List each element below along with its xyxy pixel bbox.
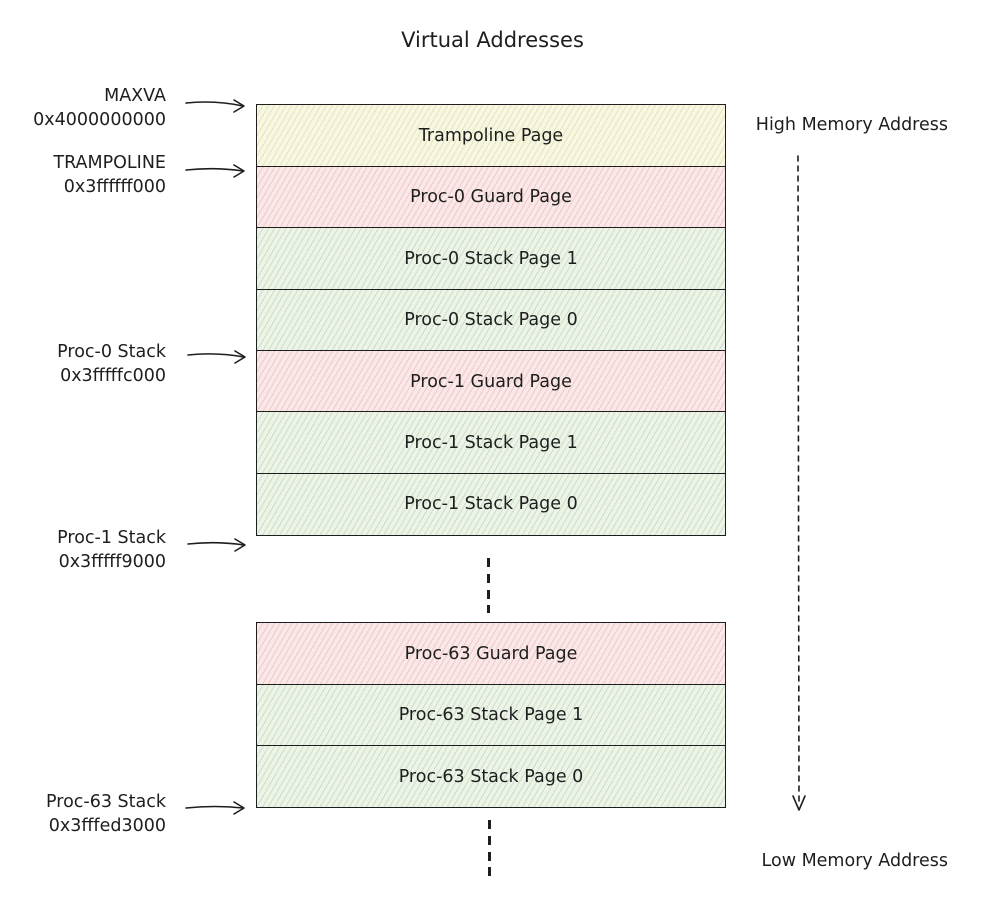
label-name: MAXVA: [104, 86, 166, 106]
memory-block-label: Proc-1 Stack Page 1: [404, 432, 578, 453]
low-memory-label: Low Memory Address: [761, 851, 948, 871]
label-address: 0x3fffff9000: [58, 552, 166, 572]
memory-block: Proc-1 Stack Page 0: [256, 472, 726, 536]
memory-block: Proc-0 Stack Page 0: [256, 288, 726, 352]
memory-block: Proc-63 Stack Page 1: [256, 683, 726, 747]
label-trampoline: TRAMPOLINE 0x3ffffff000: [53, 151, 166, 199]
diagram-title: Virtual Addresses: [401, 28, 584, 52]
memory-block-label: Proc-0 Stack Page 1: [404, 248, 578, 269]
memory-block-label: Proc-0 Stack Page 0: [404, 310, 578, 331]
label-address: 0x3ffffff000: [63, 177, 166, 197]
memory-block: Proc-1 Stack Page 1: [256, 411, 726, 475]
label-proc1-stack: Proc-1 Stack 0x3fffff9000: [57, 526, 166, 574]
memory-block: Proc-1 Guard Page: [256, 350, 726, 414]
label-proc0-stack: Proc-0 Stack 0x3fffffc000: [57, 340, 166, 388]
memory-block: Proc-0 Guard Page: [256, 165, 726, 229]
memory-block: Proc-63 Stack Page 0: [256, 745, 726, 809]
ellipsis-middle: [487, 558, 490, 613]
label-name: TRAMPOLINE: [53, 153, 166, 173]
label-name: Proc-63 Stack: [46, 792, 166, 812]
memory-block: Proc-0 Stack Page 1: [256, 227, 726, 291]
arrow-trampoline: [185, 164, 245, 178]
high-to-low-arrow: [792, 155, 806, 811]
arrow-proc1-stack: [187, 538, 246, 552]
label-address: 0x4000000000: [33, 110, 166, 130]
arrow-proc63-stack: [185, 801, 245, 815]
high-memory-label: High Memory Address: [755, 115, 948, 135]
ellipsis-bottom: [488, 820, 491, 876]
memory-block-label: Proc-63 Stack Page 1: [398, 705, 584, 726]
label-name: Proc-1 Stack: [57, 528, 166, 548]
memory-block-label: Proc-0 Guard Page: [410, 187, 572, 208]
label-address: 0x3fffffc000: [60, 366, 166, 386]
memory-block: Proc-63 Guard Page: [256, 622, 726, 686]
memory-block: Trampoline Page: [256, 104, 726, 168]
memory-block-label: Trampoline Page: [418, 125, 564, 146]
label-name: Proc-0 Stack: [57, 342, 166, 362]
label-proc63-stack: Proc-63 Stack 0x3fffed3000: [46, 790, 166, 838]
memory-block-label: Proc-63 Guard Page: [404, 643, 578, 664]
memory-block-label: Proc-1 Guard Page: [410, 371, 572, 392]
label-maxva: MAXVA 0x4000000000: [33, 84, 166, 132]
memory-block-label: Proc-1 Stack Page 0: [404, 494, 578, 515]
label-address: 0x3fffed3000: [48, 816, 166, 836]
memory-block-label: Proc-63 Stack Page 0: [398, 766, 584, 787]
arrow-proc0-stack: [187, 350, 246, 364]
arrow-maxva: [185, 99, 245, 113]
